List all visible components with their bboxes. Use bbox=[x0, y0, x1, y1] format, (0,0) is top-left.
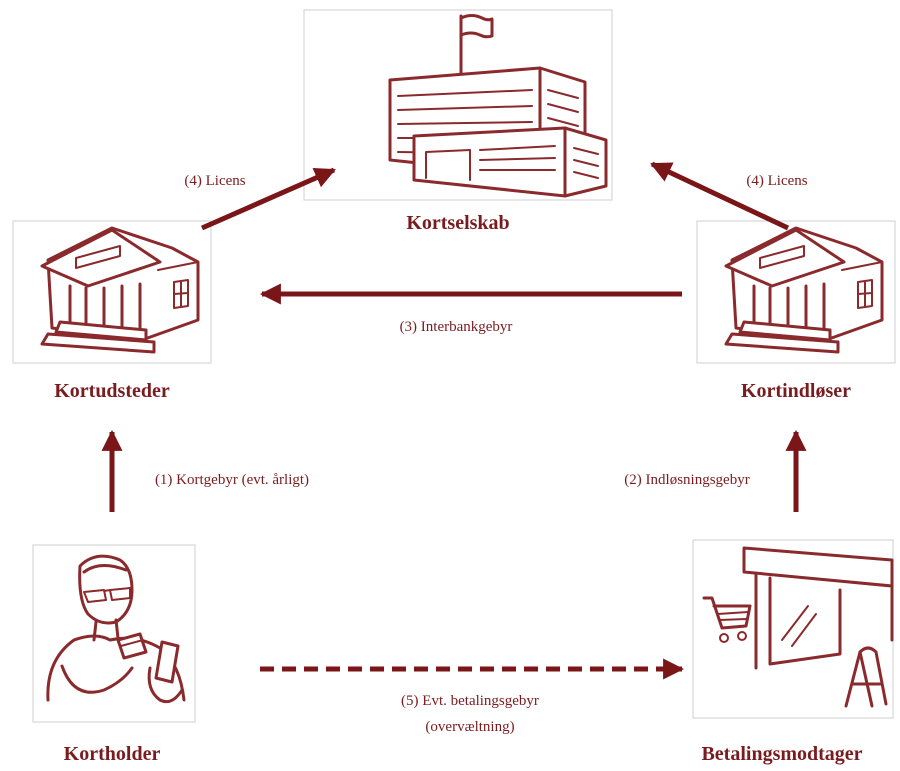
merchant-title: Betalingsmodtager bbox=[701, 743, 862, 765]
cardholder-frame bbox=[32, 544, 196, 723]
office-building-with-flag-icon bbox=[388, 14, 608, 198]
person-with-card-and-phone-icon bbox=[46, 554, 186, 704]
license-left-label: (4) Licens bbox=[184, 173, 245, 189]
surcharge-label-line2: (overvæltning) bbox=[425, 719, 514, 735]
license-right-label: (4) Licens bbox=[746, 173, 807, 189]
surcharge-label-line1: (5) Evt. betalingsgebyr bbox=[401, 693, 539, 709]
cardholder-title: Kortholder bbox=[64, 743, 161, 765]
interbank-fee-label: (3) Interbankgebyr bbox=[400, 319, 513, 335]
bank-building-icon bbox=[724, 226, 884, 354]
license-left-arrow bbox=[200, 167, 336, 231]
card-company-title: Kortselskab bbox=[406, 212, 509, 234]
issuer-title: Kortudsteder bbox=[54, 380, 170, 402]
bank-building-icon bbox=[40, 226, 200, 354]
acquiring-fee-label: (2) Indløsningsgebyr bbox=[624, 472, 749, 488]
card-fee-label: (1) Kortgebyr (evt. årligt) bbox=[155, 472, 309, 488]
acquirer-node: Kortindløser bbox=[696, 220, 896, 402]
merchant-node: Betalingsmodtager bbox=[692, 539, 894, 765]
shop-storefront-icon bbox=[702, 546, 894, 708]
acquirer-title: Kortindløser bbox=[741, 380, 851, 402]
cardholder-node: Kortholder bbox=[32, 544, 196, 765]
card-company-node: Kortselskab bbox=[303, 9, 613, 234]
issuer-node: Kortudsteder bbox=[12, 220, 212, 402]
license-right-arrow bbox=[650, 161, 790, 231]
